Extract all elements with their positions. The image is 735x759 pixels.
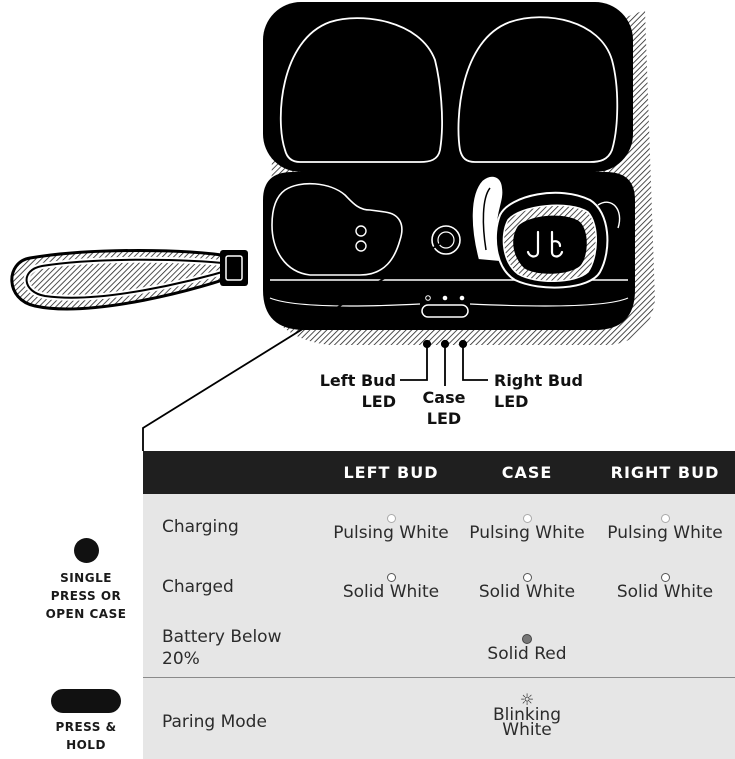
cell-charging-left: Pulsing White <box>323 514 459 543</box>
led-red-icon <box>522 634 532 644</box>
case-button <box>431 225 461 255</box>
oval-button-icon <box>51 689 121 713</box>
led-status-table: LEFT BUD CASE RIGHT BUD Charging Pulsing… <box>143 451 735 759</box>
cell-charged-right: Solid White <box>595 573 735 602</box>
case-base <box>263 172 635 330</box>
header-left-bud: LEFT BUD <box>343 463 439 482</box>
single-press-label: SINGLE PRESS OR OPEN CASE <box>45 571 127 621</box>
led-pointers <box>400 339 488 386</box>
cell-charged-left: Solid White <box>323 573 459 602</box>
row-label-paring-mode: Paring Mode <box>162 712 267 732</box>
led-white-icon <box>386 514 396 523</box>
case-lid <box>263 2 633 172</box>
press-hold-label: PRESS & HOLD <box>55 720 117 752</box>
callout-line <box>142 239 447 451</box>
earbud-case-illustration <box>10 2 655 451</box>
row-label-charged: Charged <box>162 577 234 597</box>
cell-charged-case: Solid White <box>459 573 595 602</box>
cell-battery-case: Solid Red <box>459 634 595 664</box>
row-divider <box>143 677 735 678</box>
header-right-bud: RIGHT BUD <box>610 463 720 482</box>
led-white-icon <box>386 573 396 582</box>
round-button-icon <box>74 538 99 563</box>
blinking-led-icon: ☼ <box>519 690 535 709</box>
jaybird-logo-icon <box>526 230 564 258</box>
cell-charging-right: Pulsing White <box>595 514 735 543</box>
led-white-icon <box>522 573 532 582</box>
led-white-icon <box>522 514 532 523</box>
table-header: LEFT BUD CASE RIGHT BUD <box>143 451 735 494</box>
led-white-icon <box>660 573 670 582</box>
cell-charging-case: Pulsing White <box>459 514 595 543</box>
header-case: CASE <box>501 463 553 482</box>
lanyard-strap <box>10 249 248 311</box>
led-white-icon <box>660 514 670 523</box>
row-label-charging: Charging <box>162 517 239 537</box>
